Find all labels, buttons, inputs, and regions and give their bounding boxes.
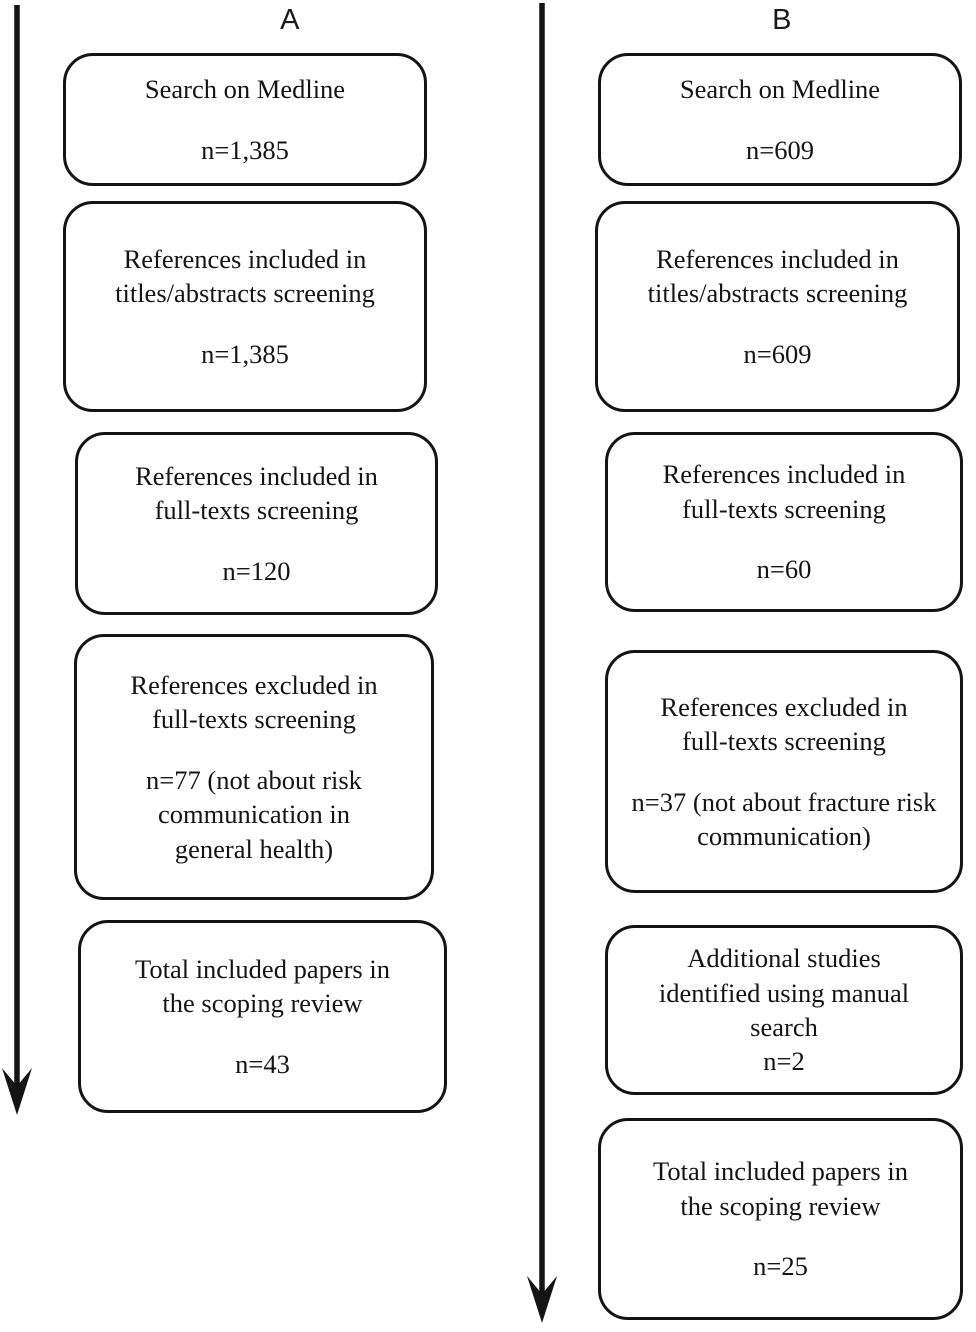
flow-box-titles-abstracts-screening-a: References included in titles/abstracts … <box>63 201 427 412</box>
box-line: References excluded in <box>660 691 908 722</box>
flow-box-full-texts-screening-b: References included in full-texts screen… <box>605 432 963 612</box>
box-count: n=609 <box>743 338 812 369</box>
box-line: identified using manual <box>658 977 910 1008</box>
flow-box-titles-abstracts-screening-b: References included in titles/abstracts … <box>595 201 960 412</box>
box-line: the scoping review <box>162 988 363 1019</box>
box-line: search <box>750 1012 818 1042</box>
box-count: n=2 <box>763 1046 805 1077</box>
box-line: Additional studies <box>687 943 881 974</box>
flow-box-full-texts-screening-a: References included in full-texts screen… <box>75 432 438 615</box>
box-line: full-texts screening <box>682 726 886 757</box>
box-line: References excluded in <box>130 669 378 700</box>
box-line: the scoping review <box>680 1190 881 1221</box>
box-count: n=609 <box>746 134 814 165</box>
box-count: n=43 <box>235 1048 290 1079</box>
box-line: titles/abstracts screening <box>647 278 908 309</box>
box-count: n=77 (not about risk communication in ge… <box>146 764 362 864</box>
box-line: full-texts screening <box>682 493 886 524</box>
panel-label-a: A <box>280 4 300 36</box>
flow-box-additional-studies-b: Additional studies identified using manu… <box>605 925 963 1095</box>
flow-box-search-on-medline-a: Search on Medline n=1,385 <box>63 53 427 186</box>
down-arrow-panel-b <box>525 0 565 1332</box>
box-count: n=1,385 <box>201 338 289 369</box>
box-line: full-texts screening <box>152 704 356 735</box>
box-line: full-texts screening <box>154 495 359 526</box>
flow-box-references-excluded-a: References excluded in full-texts screen… <box>74 634 434 900</box>
flow-box-total-included-papers-b: Total included papers in the scoping rev… <box>598 1118 963 1320</box>
box-line: titles/abstracts screening <box>115 278 375 309</box>
flow-box-references-excluded-b: References excluded in full-texts screen… <box>605 650 963 893</box>
box-count: n=1,385 <box>201 134 289 165</box>
down-arrow-panel-a <box>0 0 40 1130</box>
box-line: Total included papers in <box>653 1156 908 1187</box>
box-line: References included in <box>123 243 367 274</box>
box-line: Total included papers in <box>135 953 390 984</box>
box-count: n=37 (not about fracture risk communicat… <box>631 786 937 851</box>
box-count: n=60 <box>756 554 812 585</box>
box-line: References included in <box>135 460 378 491</box>
box-line: References included in <box>662 459 906 490</box>
box-line: References included in <box>656 243 899 274</box>
box-line: Search on Medline <box>144 74 346 105</box>
panel-label-b: B <box>772 4 792 36</box>
box-count: n=25 <box>753 1251 808 1282</box>
box-line: Search on Medline <box>679 74 881 105</box>
flow-box-search-on-medline-b: Search on Medline n=609 <box>598 53 962 186</box>
flow-box-total-included-papers-a: Total included papers in the scoping rev… <box>78 920 447 1113</box>
box-count: n=120 <box>222 555 291 586</box>
